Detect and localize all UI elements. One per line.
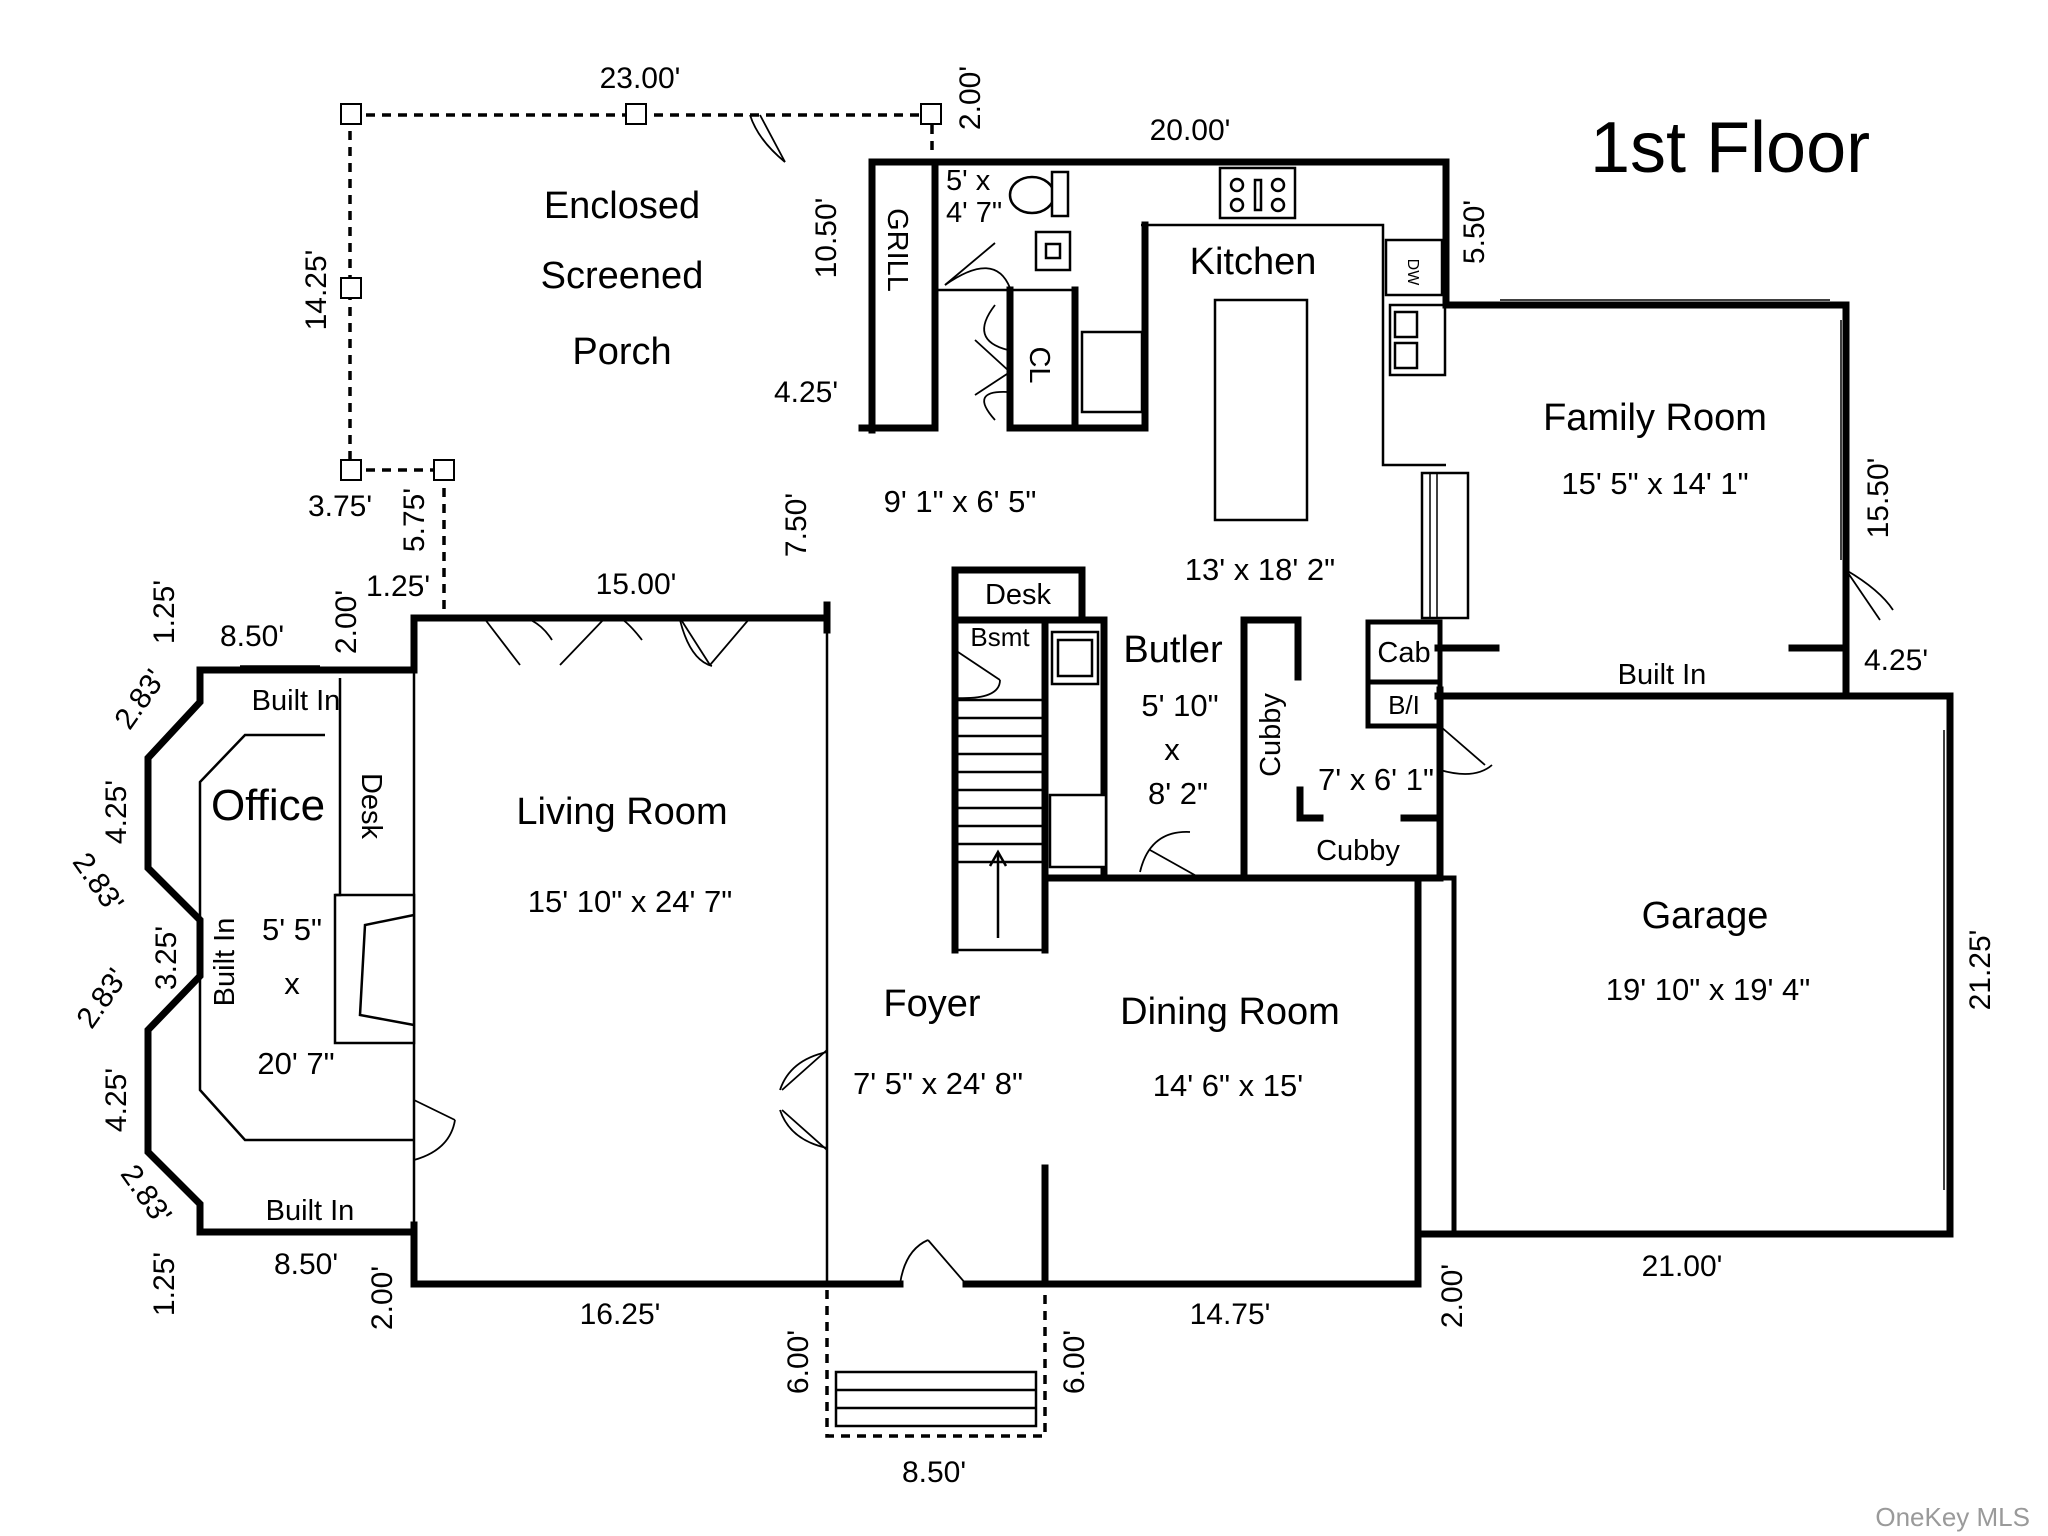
measure-office-side-1: 4.25' [100, 780, 133, 844]
kitchen-dims: 13' x 18' 2" [1185, 552, 1335, 587]
family-room-dims: 15' 5" x 14' 1" [1561, 466, 1748, 501]
cubby-vertical-label: Cubby [1255, 693, 1287, 777]
stairs [951, 616, 1049, 954]
family-room-label: Family Room [1543, 397, 1767, 439]
measure-stoop-left: 6.00' [782, 1330, 815, 1394]
office-built-in-top: Built In [252, 685, 341, 717]
built-in-abbrev-label: B/I [1388, 690, 1420, 720]
measure-grill-height: 10.50' [810, 198, 843, 279]
cabinet-label: Cab [1377, 637, 1430, 669]
measure-office-diag-1: 2.83' [108, 664, 172, 735]
measure-garage-right: 21.25' [1964, 930, 1997, 1011]
measure-garage-left: 2.00' [1436, 1264, 1469, 1328]
measure-stoop-width: 8.50' [902, 1456, 966, 1489]
measure-office-side-3: 4.25' [100, 1068, 133, 1132]
cubby-horizontal-label: Cubby [1316, 835, 1400, 867]
porch-label-2: Screened [541, 255, 704, 297]
measure-office-diag-3: 2.83' [70, 963, 134, 1034]
office-dim-3: 20' 7" [257, 1046, 334, 1081]
measure-porch-right: 2.00' [954, 66, 987, 130]
desk-label: Desk [985, 579, 1052, 611]
measure-hall-height: 7.50' [780, 493, 813, 557]
porch-label-3: Porch [572, 331, 671, 373]
measure-office-bottom-width: 8.50' [274, 1248, 338, 1281]
bath-dim-1: 5' x [946, 165, 991, 197]
porch-label-1: Enclosed [544, 185, 700, 227]
measure-office-corner-top: 1.25' [148, 580, 181, 644]
measure-kitchen-top: 20.00' [1150, 114, 1231, 147]
dining-room-dims: 14' 6" x 15' [1153, 1068, 1303, 1103]
closet-label: CL [1023, 346, 1055, 383]
watermark: OneKey MLS [1875, 1502, 2030, 1532]
bath-dim-2: 4' 7" [946, 197, 1002, 229]
measure-kitchen-right: 5.50' [1458, 200, 1491, 264]
foyer-dims: 7' 5" x 24' 8" [853, 1066, 1023, 1101]
garage-label: Garage [1642, 895, 1769, 937]
basement-label: Bsmt [970, 622, 1030, 652]
measure-living-bottom: 16.25' [580, 1298, 661, 1331]
office-label: Office [211, 781, 325, 830]
kitchen-area [1141, 158, 1470, 620]
butler-dim-2: x [1164, 732, 1180, 767]
measure-porch-top: 23.00' [600, 62, 681, 95]
hall-dims: 9' 1" x 6' 5" [884, 484, 1037, 519]
kitchen-label: Kitchen [1190, 241, 1317, 283]
office-built-in-bottom: Built In [266, 1195, 355, 1227]
measure-porch-b3: 1.25' [366, 570, 430, 603]
measure-office-bottom-height: 2.00' [366, 1266, 399, 1330]
office-area [144, 665, 418, 1288]
measure-porch-b2: 5.75' [398, 488, 431, 552]
measure-garage-bottom: 21.00' [1642, 1250, 1723, 1283]
office-dim-1: 5' 5" [262, 912, 322, 947]
measure-living-top: 15.00' [596, 568, 677, 601]
measure-stoop-right: 6.00' [1058, 1330, 1091, 1394]
office-dim-2: x [284, 966, 300, 1001]
measure-office-top-height: 2.00' [330, 590, 363, 654]
grill-bath-area [858, 158, 1450, 434]
measure-office-top-width: 8.50' [220, 620, 284, 653]
grill-label: GRILL [881, 208, 913, 292]
measure-office-diag-2: 2.83' [66, 847, 130, 918]
measure-office-side-2: 3.25' [150, 926, 183, 990]
garage-area [1414, 692, 1954, 1238]
foyer-label: Foyer [883, 983, 980, 1025]
measure-grill-width: 4.25' [774, 376, 838, 409]
measure-porch-left: 14.25' [300, 250, 333, 331]
office-desk-label: Desk [355, 773, 387, 840]
family-room-area [1434, 299, 1954, 700]
porch-outline [340, 103, 942, 618]
measure-porch-b1: 3.75' [308, 490, 372, 523]
foyer-dining-area [410, 874, 1422, 1438]
butler-label: Butler [1123, 629, 1223, 671]
measure-dining-bottom: 14.75' [1190, 1298, 1271, 1331]
measure-office-corner-bottom: 1.25' [148, 1252, 181, 1316]
living-room-label: Living Room [516, 791, 727, 833]
living-room-area [333, 601, 831, 1288]
dining-room-label: Dining Room [1120, 991, 1340, 1033]
measure-family-bottom: 4.25' [1864, 644, 1928, 677]
measure-family-right: 15.50' [1862, 458, 1895, 539]
living-room-dims: 15' 10" x 24' 7" [528, 884, 732, 919]
mud-room-dims: 7' x 6' 1" [1318, 762, 1434, 797]
garage-dims: 19' 10" x 19' 4" [1606, 972, 1810, 1007]
family-built-in-label: Built In [1618, 659, 1707, 691]
dishwasher-label: DW [1404, 259, 1421, 287]
butler-dim-3: 8' 2" [1148, 776, 1208, 811]
plan-title: 1st Floor [1590, 108, 1870, 188]
butler-dim-1: 5' 10" [1141, 688, 1218, 723]
office-built-in-left: Built In [209, 918, 241, 1007]
